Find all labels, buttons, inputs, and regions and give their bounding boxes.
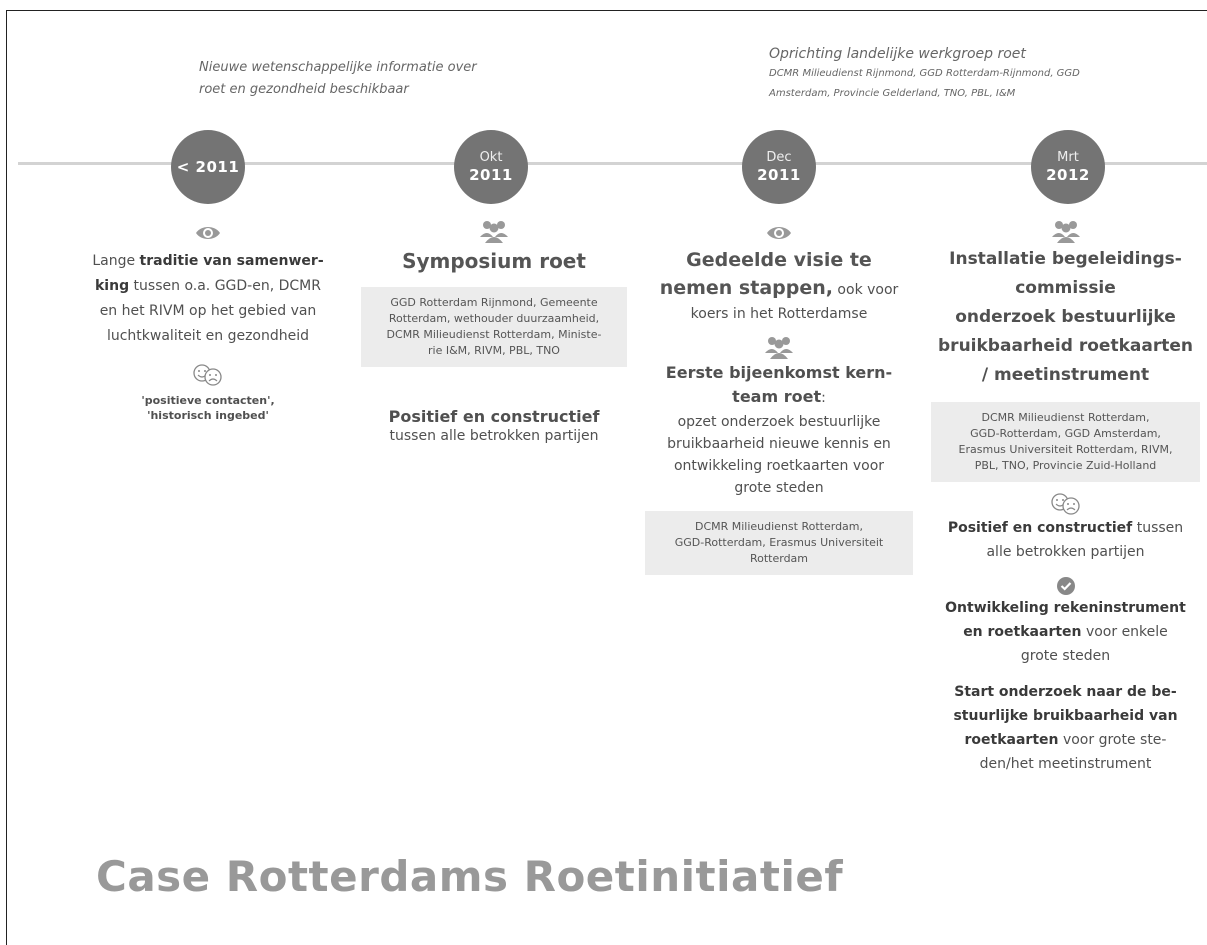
timeline-node-3: Dec 2011: [742, 130, 816, 204]
tradition-text: Lange traditie van samenwer- king tussen…: [92, 253, 324, 344]
column-mrt-2012: Installatie begeleidings-commissie onder…: [931, 219, 1200, 776]
development-text: Ontwikkeling rekeninstrument en roetkaar…: [945, 600, 1186, 664]
intro-right-members: Amsterdam, Provincie Gelderland, TNO, PB…: [769, 88, 1016, 99]
visie-block: Gedeelde visie te nemen stappen, ook voo…: [659, 249, 899, 322]
start-research-text: Start onderzoek naar de be- stuurlijke b…: [953, 684, 1178, 772]
intro-left-line: Nieuwe wetenschappelijke informatie over: [199, 60, 477, 75]
participants-box: DCMR Milieudienst Rotterdam,GGD-Rotterda…: [645, 511, 913, 575]
node-label: < 2011: [176, 158, 240, 176]
result-title: Positief en constructief: [388, 407, 600, 426]
timeline-node-2: Okt 2011: [454, 130, 528, 204]
eye-icon: [767, 227, 791, 239]
participants-box: DCMR Milieudienst Rotterdam,GGD-Rotterda…: [931, 402, 1200, 482]
intro-right: Oprichting landelijke werkgroep roet DCM…: [769, 44, 1189, 104]
group-icon: [1051, 221, 1080, 243]
intro-right-members: DCMR Milieudienst Rijnmond, GGD Rotterda…: [769, 68, 1080, 79]
quotes: 'positieve contacten', 'historisch ingeb…: [141, 394, 275, 422]
commission-title: Installatie begeleidings-commissie onder…: [938, 249, 1193, 385]
page-title: Case Rotterdams Roetinitiatief: [96, 852, 844, 901]
check-circle-icon: [1056, 577, 1075, 595]
node-year: 2011: [757, 166, 801, 184]
meeting-title: Eerste bijeenkomst kern- team roet:: [665, 363, 893, 406]
node-year: 2012: [1046, 166, 1090, 184]
node-year: 2011: [469, 166, 513, 184]
column-dec-2011: Gedeelde visie te nemen stappen, ook voo…: [645, 224, 913, 575]
group-icon: [765, 337, 793, 359]
result-text: Positief en constructief tussen alle bet…: [947, 520, 1184, 560]
timeline-node-4: Mrt 2012: [1031, 130, 1105, 204]
eye-icon: [196, 227, 220, 239]
column-pre-2011: Lange traditie van samenwer- king tussen…: [80, 224, 336, 423]
node-month: Mrt: [1057, 150, 1079, 165]
symposium-title: Symposium roet: [402, 249, 586, 273]
node-month: Okt: [479, 150, 503, 165]
column-okt-2011: Symposium roet GGD Rotterdam Rijnmond, G…: [361, 219, 627, 446]
intro-left: Nieuwe wetenschappelijke informatie over…: [199, 57, 529, 101]
page-frame: [6, 10, 1207, 945]
timeline-node-1: < 2011: [171, 130, 245, 204]
node-month: Dec: [766, 150, 792, 165]
group-icon: [480, 221, 508, 243]
intro-right-title: Oprichting landelijke werkgroep roet: [769, 46, 1026, 62]
result-text: tussen alle betrokken partijen: [389, 428, 599, 444]
intro-left-line: roet en gezondheid beschikbaar: [199, 82, 409, 97]
smiley-frown-icon: [1050, 493, 1080, 515]
timeline-axis: [18, 162, 1207, 165]
smiley-frown-icon: [193, 364, 222, 386]
